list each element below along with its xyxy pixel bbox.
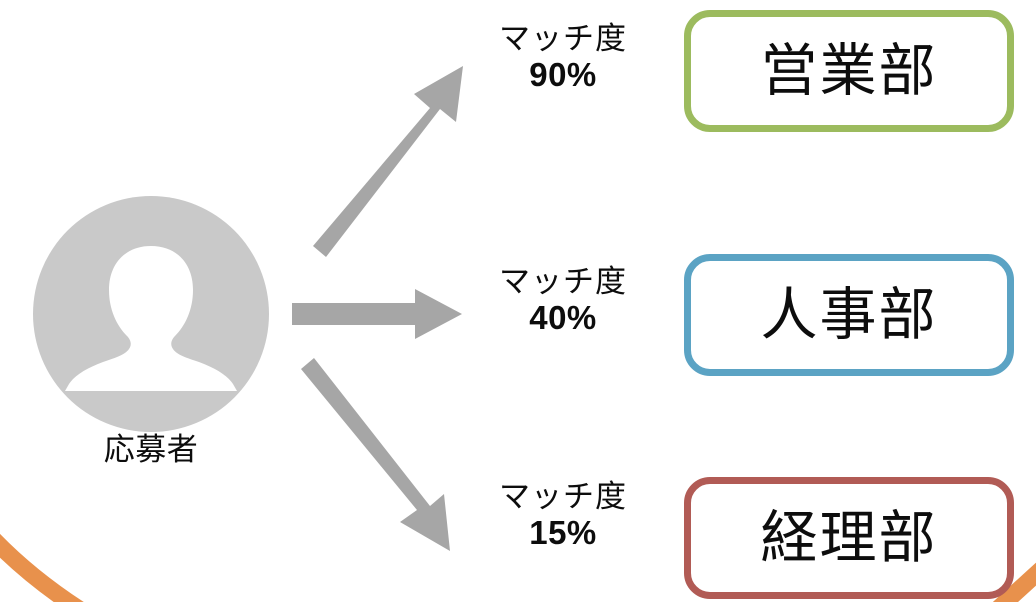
arrow-to-hr: [292, 289, 462, 339]
department-label: 営業部: [760, 38, 938, 103]
match-score-value: 90%: [529, 55, 597, 93]
match-score-accounting: マッチ度 15%: [463, 479, 663, 552]
department-box-accounting[interactable]: 経理部: [684, 477, 1014, 599]
match-score-title: マッチ度: [499, 479, 627, 514]
arrow-to-sales: [313, 66, 463, 257]
match-score-sales: マッチ度 90%: [463, 21, 663, 94]
arrow-to-accounting: [301, 358, 450, 551]
department-label: 人事部: [760, 282, 938, 347]
person-avatar-icon: [65, 246, 237, 391]
department-box-sales[interactable]: 営業部: [684, 10, 1014, 132]
department-label: 経理部: [760, 505, 938, 570]
match-score-value: 40%: [529, 298, 597, 336]
match-score-title: マッチ度: [499, 264, 627, 299]
department-box-hr[interactable]: 人事部: [684, 254, 1014, 376]
match-score-hr: マッチ度 40%: [463, 264, 663, 337]
match-score-title: マッチ度: [499, 21, 627, 56]
applicant-label: 応募者: [103, 432, 199, 467]
match-score-value: 15%: [529, 513, 597, 551]
applicant-node: 応募者: [33, 196, 269, 467]
